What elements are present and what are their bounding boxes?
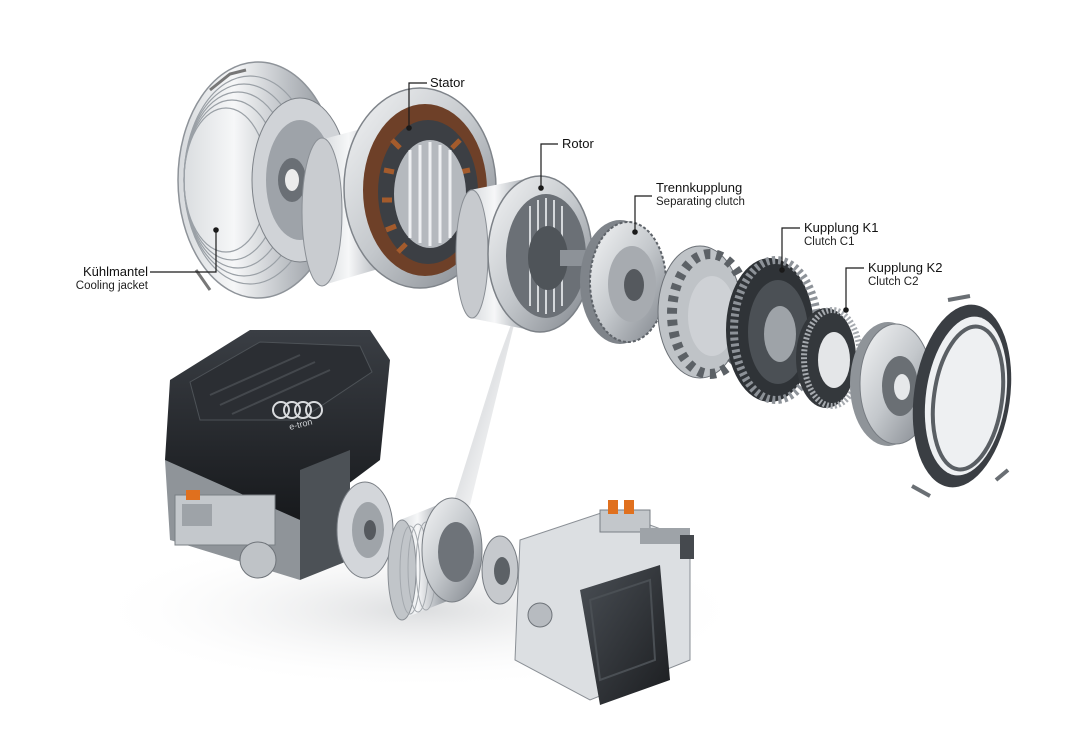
flywheel-part: [336, 481, 394, 579]
cooling-jacket-label: Cooling jacket: [75, 279, 148, 292]
leader-clutch-k1: [781, 227, 800, 270]
label-rotor: Rotor: [562, 136, 594, 152]
kupplung-k2-label: Kupplung K2: [868, 260, 943, 275]
stator-label: Stator: [430, 75, 465, 90]
leader-stator: [408, 82, 427, 128]
label-separating-clutch: Trennkupplung Separating clutch: [656, 180, 745, 209]
combustion-engine: e-tron: [165, 330, 390, 580]
clutch-c1-label: Clutch C1: [804, 235, 855, 248]
projection-beam: [448, 300, 520, 520]
label-clutch-k1: Kupplung K1 Clutch C1: [804, 220, 878, 249]
clutch-k2-part: [796, 307, 863, 409]
label-cooling-jacket: Kühlmantel Cooling jacket: [60, 264, 148, 293]
label-stator: Stator: [430, 75, 465, 91]
leader-rotor: [540, 143, 558, 188]
leader-cooling-jacket: [150, 230, 217, 273]
leader-lines: [150, 82, 864, 313]
leader-separating-clutch: [634, 195, 652, 232]
housing-cover-part: [911, 294, 1012, 498]
rotor-label: Rotor: [562, 136, 594, 151]
clutch-c2-label: Clutch C2: [868, 275, 919, 288]
kupplung-k1-label: Kupplung K1: [804, 220, 879, 235]
transmission-unit: [514, 500, 694, 705]
separating-clutch-part: [580, 220, 667, 344]
brand-logo: [272, 401, 323, 419]
stator-part: [301, 87, 497, 289]
separating-clutch-label: Separating clutch: [656, 195, 745, 208]
leader-clutch-k2: [845, 267, 864, 310]
label-clutch-k2: Kupplung K2 Clutch C2: [868, 260, 942, 289]
clutch-basket-part: [657, 245, 753, 379]
electric-motor-assembly: [387, 497, 519, 621]
trennkupplung-label: Trennkupplung: [656, 180, 743, 195]
kuehlmantel-label: Kühlmantel: [82, 264, 148, 279]
rotor-part: [455, 175, 600, 333]
